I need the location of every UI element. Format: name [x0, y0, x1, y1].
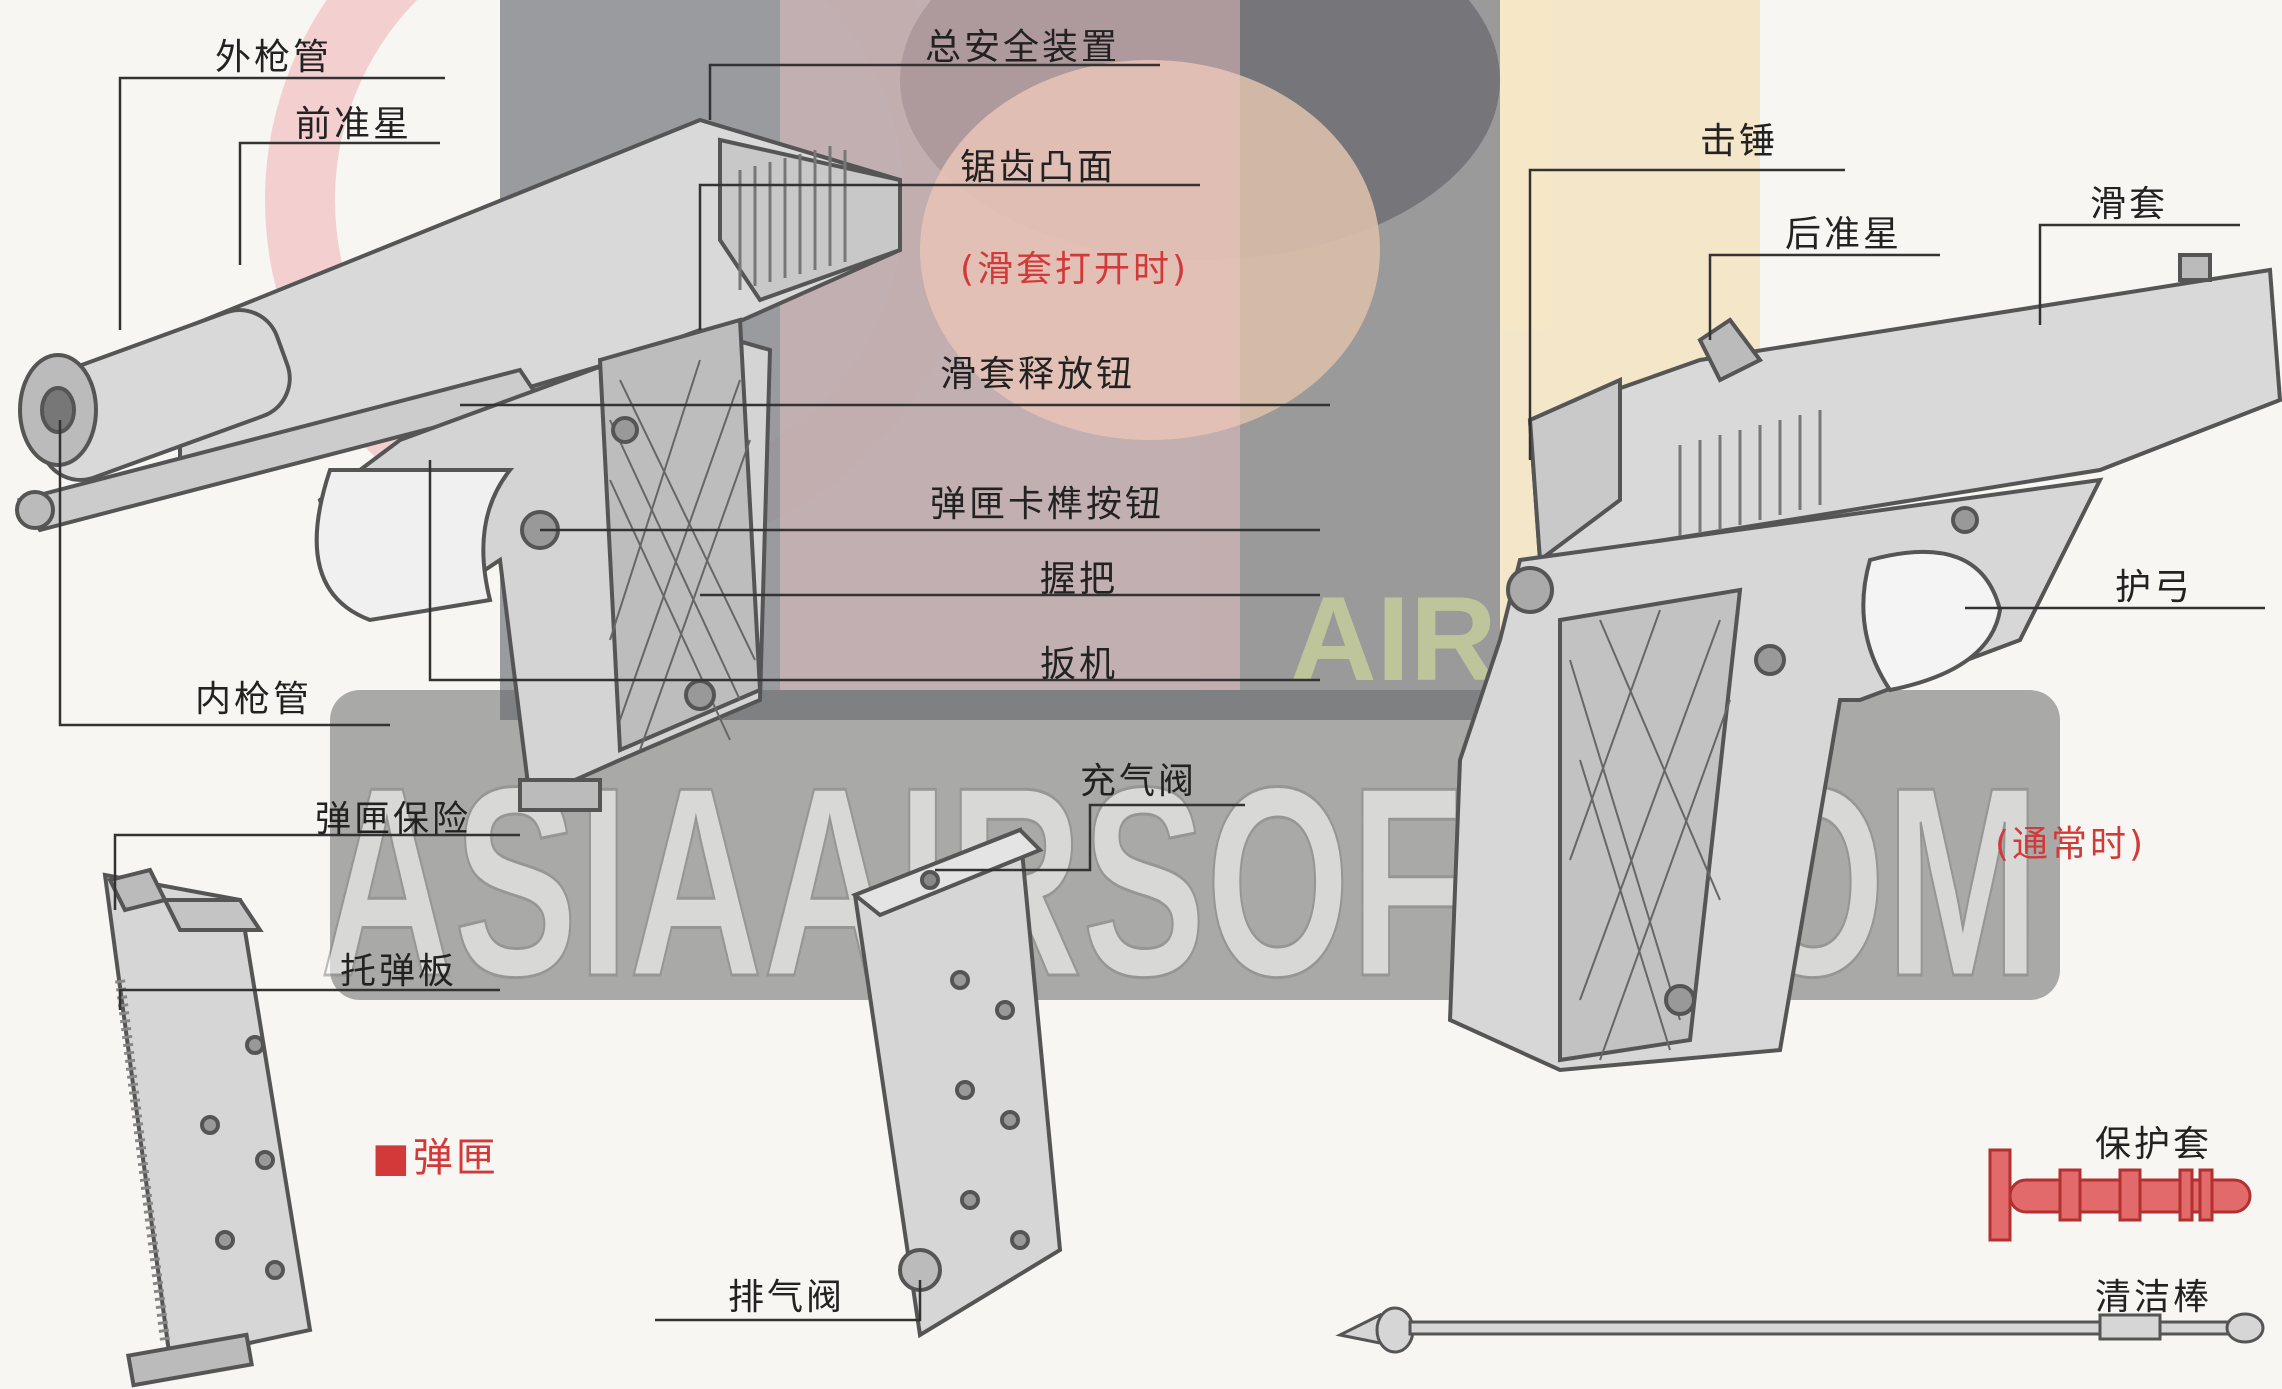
cleaning-rod-part [1335, 1306, 2265, 1354]
label-normal-note: (通常时) [1995, 824, 2147, 865]
label-outer-barrel: 外枪管 [215, 37, 333, 78]
face-icon [920, 60, 1380, 440]
label-trigger-guard: 护弓 [2115, 567, 2194, 608]
label-serrations: 锯齿凸面 [960, 147, 1117, 188]
label-slide: 滑套 [2090, 184, 2169, 225]
label-hammer: 击锤 [1700, 121, 1779, 162]
label-inner-barrel: 内枪管 [195, 679, 313, 720]
pistol-slide-open [15, 117, 902, 812]
label-protector: 保护套 [2095, 1124, 2213, 1165]
label-master-safety: 总安全装置 [925, 27, 1121, 68]
label-cleaning-rod: 清洁棒 [2095, 1277, 2213, 1318]
label-exhaust-valve: 排气阀 [728, 1277, 846, 1318]
magazine-middle [851, 827, 1063, 1339]
label-trigger: 扳机 [1040, 644, 1119, 685]
label-fill-valve: 充气阀 [1080, 761, 1198, 802]
label-mag-safety: 弹匣保险 [315, 799, 472, 840]
label-grip: 握把 [1040, 559, 1119, 600]
label-magazine: ■弹匣 [372, 1135, 499, 1181]
pistol-normal [1447, 253, 2282, 1073]
protector-part [1988, 1148, 2252, 1242]
label-front-sight: 前准星 [295, 104, 413, 145]
label-mag-catch: 弹匣卡榫按钮 [930, 484, 1165, 525]
label-rear-sight: 后准星 [1785, 214, 1903, 255]
label-follower: 托弹板 [340, 951, 458, 992]
pink-overlay [780, 0, 1240, 690]
label-slide-open-note: (滑套打开时) [960, 249, 1190, 290]
label-slide-release: 滑套释放钮 [940, 354, 1136, 395]
magazine-left [102, 867, 313, 1388]
